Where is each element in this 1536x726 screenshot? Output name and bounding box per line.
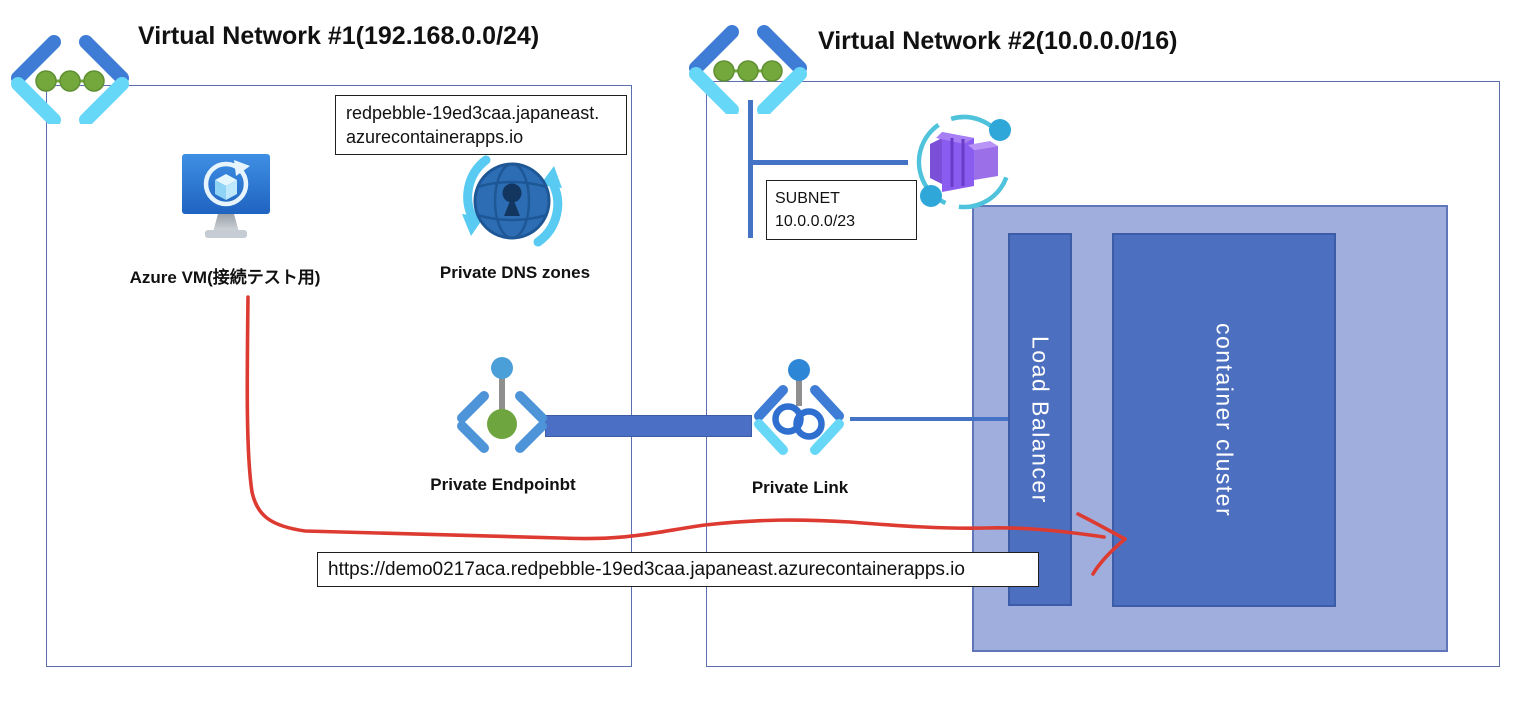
- vnet2-title: Virtual Network #2(10.0.0.0/16): [818, 27, 1178, 55]
- link-to-loadbalancer-line: [850, 417, 1008, 421]
- private-endpoint-link-connector: [545, 415, 752, 437]
- virtual-network-icon: [689, 25, 807, 114]
- container-apps-icon: [916, 114, 1012, 210]
- subnet-line1: SUBNET: [775, 190, 840, 207]
- azure-vm-label: Azure VM(接続テスト用): [129, 268, 321, 287]
- private-endpoint-label: Private Endpoinbt: [430, 475, 576, 494]
- subnet-connector-vertical: [748, 100, 753, 238]
- url-text: https://demo0217aca.redpebble-19ed3caa.j…: [328, 558, 965, 580]
- private-dns-zones-label: Private DNS zones: [439, 263, 591, 282]
- dns-name-line1: redpebble-19ed3caa.japaneast.: [346, 103, 600, 123]
- private-link-label: Private Link: [751, 478, 849, 497]
- dns-name-line2: azurecontainerapps.io: [346, 127, 524, 147]
- dns-name-label-box: redpebble-19ed3caa.japaneast. azureconta…: [335, 95, 627, 155]
- azure-vm-icon: [182, 154, 270, 238]
- subnet-line2: 10.0.0.0/23: [775, 213, 856, 230]
- url-label-box: https://demo0217aca.redpebble-19ed3caa.j…: [317, 552, 1039, 587]
- load-balancer-box: Load Balancer: [1008, 233, 1072, 606]
- subnet-connector-horizontal: [748, 160, 908, 165]
- private-endpoint-icon: [457, 357, 547, 453]
- virtual-network-icon: [11, 35, 129, 124]
- private-link-icon: [754, 359, 844, 455]
- container-cluster-label: container cluster: [1211, 322, 1238, 518]
- container-cluster-box: container cluster: [1112, 233, 1336, 607]
- subnet-label-box: SUBNET 10.0.0.0/23: [766, 180, 917, 240]
- vnet1-title: Virtual Network #1(192.168.0.0/24): [138, 22, 540, 50]
- private-dns-zones-icon: [462, 155, 563, 247]
- load-balancer-label: Load Balancer: [1027, 335, 1054, 504]
